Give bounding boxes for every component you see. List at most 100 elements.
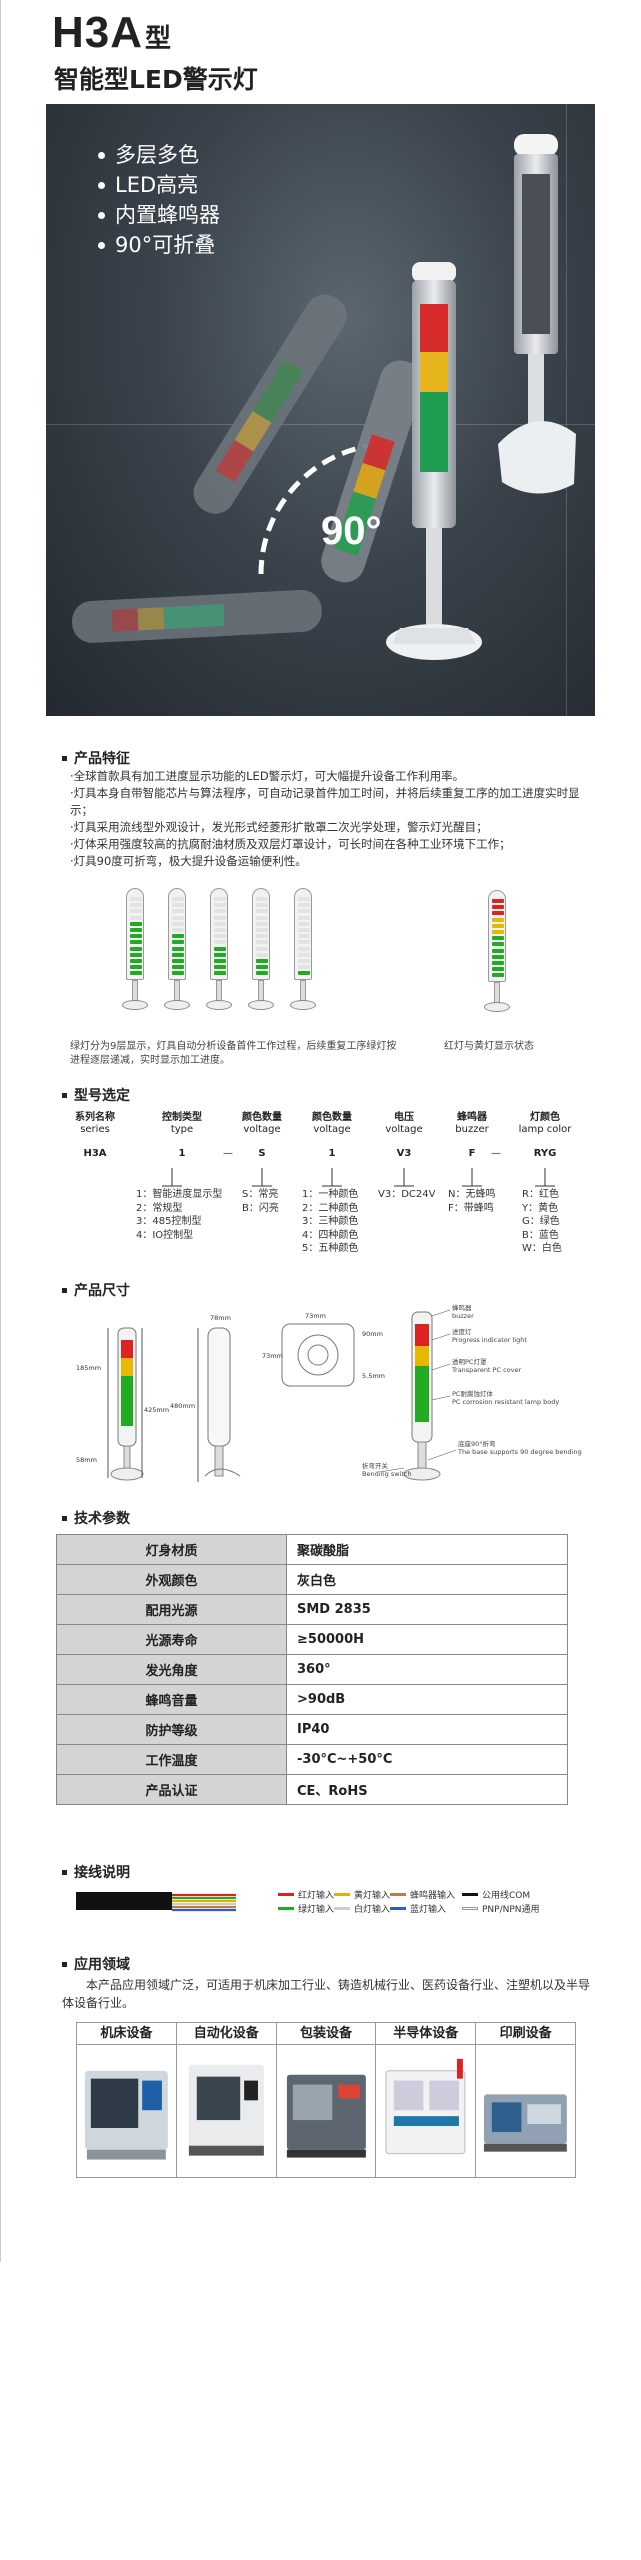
lamp-segment	[256, 934, 268, 939]
hero-banner: 多层多色 LED高亮 内置蜂鸣器 90°可折叠	[46, 104, 595, 716]
lamp-segment	[492, 942, 504, 947]
spec-key: 光源寿命	[56, 1624, 287, 1655]
part-cn: 折弯开关	[362, 1462, 388, 1470]
option: S：常亮	[242, 1189, 279, 1200]
lamp-segment	[172, 959, 184, 963]
spec-key: 蜂鸣音量	[56, 1684, 287, 1715]
product-title: 智能型LED警示灯	[54, 65, 258, 94]
lamp-segment	[214, 952, 226, 957]
features-heading: 产品特征	[62, 748, 130, 768]
section-title: 产品特征	[74, 751, 130, 767]
col-en: voltage	[243, 1124, 281, 1135]
buzzer-options: N：无蜂鸣 F：带蜂鸣	[448, 1188, 495, 1215]
lamp-body	[210, 888, 228, 980]
lamp-segment	[256, 952, 268, 957]
feature-bullet: ·灯具90度可折弯，极大提升设备运输便利性。	[70, 854, 307, 868]
features-bullets: ·全球首款具有加工进度显示功能的LED警示灯，可大幅提升设备工作利用率。 ·灯具…	[70, 768, 590, 870]
option: Y：黄色	[522, 1202, 559, 1214]
table-row: 光源寿命≥50000H	[56, 1624, 568, 1655]
lamp-segment	[214, 915, 226, 920]
wire-label: 绿灯输入	[298, 1905, 335, 1915]
lamp-segment	[214, 934, 226, 939]
option: F：带蜂鸣	[448, 1202, 494, 1214]
wire-color-swatch	[390, 1893, 406, 1896]
lamp-segment	[256, 921, 268, 926]
lamp-segment	[172, 897, 184, 901]
lamp-segment	[492, 973, 504, 978]
spec-key: 防护等级	[56, 1714, 287, 1745]
dim-label: 425mm	[144, 1406, 169, 1414]
lamp-segment	[172, 971, 184, 976]
type-options: 1：智能进度显示型 2：常规型 3：485控制型 4：IO控制型	[136, 1188, 222, 1242]
bullet-icon	[98, 241, 105, 249]
left-border	[0, 0, 1, 2262]
lamp-base	[206, 1000, 232, 1010]
dim-label: 480mm	[170, 1402, 195, 1410]
lamp-segment	[492, 917, 504, 922]
lamp-segment	[256, 928, 268, 932]
col-value: H3A	[83, 1148, 107, 1159]
lamp-segment	[130, 971, 142, 976]
lamp-segment	[298, 965, 310, 970]
col-en: series	[80, 1124, 110, 1135]
lamp-base	[248, 1000, 274, 1010]
hero-feature: 内置蜂鸣器	[98, 200, 220, 230]
square-bullet-icon	[62, 1961, 67, 1967]
option: 5：五种颜色	[302, 1243, 359, 1254]
option: N：无蜂鸣	[448, 1189, 496, 1200]
color-options: R：红色 Y：黄色 G：绿色 B：蓝色 W：白色	[522, 1188, 562, 1256]
application-label: 自动化设备	[176, 2023, 276, 2045]
feature-bullet: ·灯具本身自带智能芯片与算法程序，可自动记录首件加工时间，并将后续重复工序的加工…	[70, 786, 580, 817]
dim-label: 73mm	[305, 1312, 326, 1320]
square-bullet-icon	[62, 1515, 67, 1521]
square-bullet-icon	[62, 1092, 67, 1098]
spec-key: 工作温度	[56, 1744, 287, 1775]
application-item: 机床设备	[77, 2023, 177, 2177]
feature-bullet: ·灯体采用强度较高的抗腐耐油材质及双层灯罩设计，可长时间在各种工业环境下工作；	[70, 837, 511, 851]
part-en: buzzer	[452, 1312, 474, 1320]
lamp-segment	[298, 903, 310, 908]
spec-value: IP40	[286, 1714, 568, 1745]
bullet-icon	[98, 151, 105, 159]
lamp-base	[164, 1000, 190, 1010]
lamp-segment	[492, 936, 504, 941]
lamp-segment	[130, 897, 142, 901]
col-value: S	[258, 1148, 266, 1159]
lamp-segment	[492, 930, 504, 934]
lamp-segment	[256, 909, 268, 914]
section-title: 接线说明	[74, 1865, 130, 1881]
col-value: F	[468, 1148, 476, 1159]
square-bullet-icon	[62, 1287, 67, 1293]
model-name: H3A	[52, 8, 144, 57]
col-en: buzzer	[455, 1124, 489, 1135]
model-heading: H3A型	[52, 8, 172, 58]
hero-feature-text: 内置蜂鸣器	[115, 203, 220, 227]
lamp-body	[294, 888, 312, 980]
application-label: 包装设备	[276, 2023, 376, 2045]
lamp-body	[126, 888, 144, 980]
application-item: 印刷设备	[476, 2023, 575, 2177]
lamp-segment	[172, 928, 184, 932]
lamp-segment	[256, 897, 268, 901]
lamp-segment	[130, 946, 142, 951]
angle-label: 90°	[321, 509, 382, 553]
automation-image	[188, 2064, 264, 2156]
lamp-segment	[214, 897, 226, 901]
lamp-segment	[172, 903, 184, 908]
lamp-segment	[214, 909, 226, 914]
lamp-segment	[298, 940, 310, 945]
col-cn: 颜色数量	[312, 1112, 352, 1123]
lamp-segment	[214, 928, 226, 932]
lamp-pole	[300, 980, 306, 1002]
part-en: Transparent PC cover	[452, 1366, 522, 1374]
col-cn: 灯颜色	[530, 1112, 560, 1123]
hero-lamp-illustration	[72, 134, 576, 660]
lamp-segment	[130, 940, 142, 945]
lamp-body	[488, 890, 506, 982]
